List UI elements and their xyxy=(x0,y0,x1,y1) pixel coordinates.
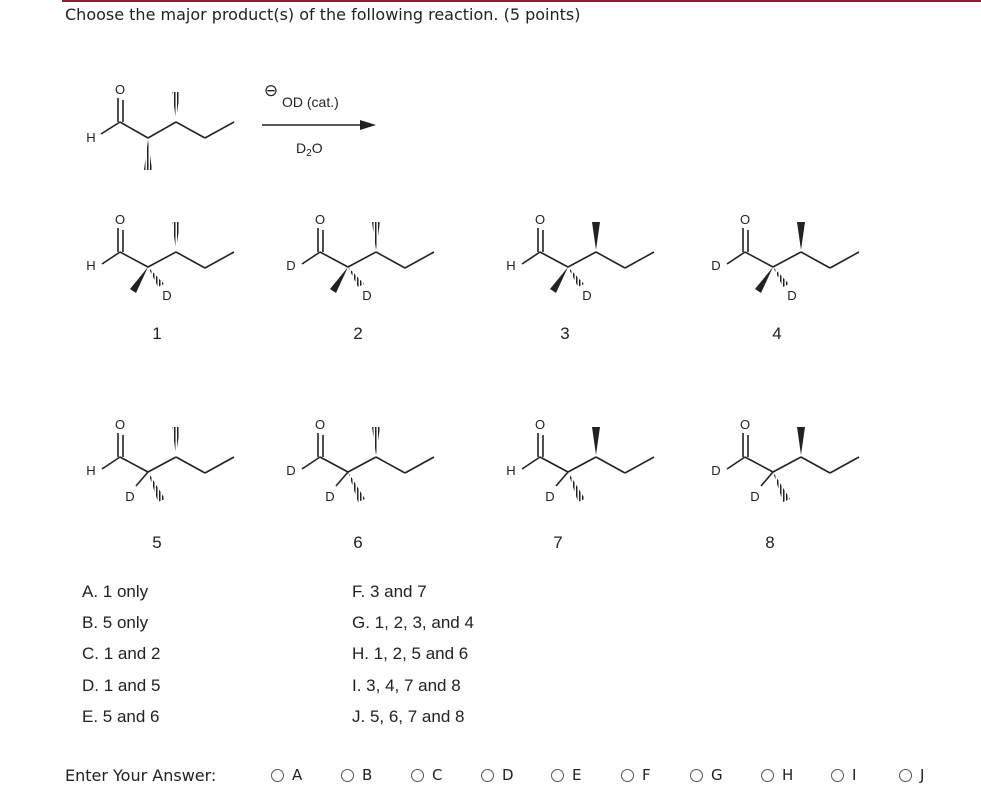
reaction-arrow xyxy=(262,120,376,130)
carbonyl-o-label: O xyxy=(535,417,545,432)
choice-g[interactable]: G xyxy=(690,766,723,784)
product-structure-7: D O H xyxy=(506,417,655,504)
choice-j[interactable]: J xyxy=(899,766,924,784)
choice-c[interactable]: C xyxy=(411,766,442,784)
choice-label-d: D xyxy=(502,766,514,784)
minus-charge: ⊖ xyxy=(264,81,278,100)
radio-d[interactable] xyxy=(481,768,494,782)
reagent-bottom: D2O xyxy=(296,140,323,159)
atom-h: H xyxy=(86,130,95,145)
structure-number-8: 8 xyxy=(765,533,774,552)
radio-f[interactable] xyxy=(621,768,634,782)
structure-number-7: 7 xyxy=(553,533,562,552)
alpha-d-label: D xyxy=(582,288,591,303)
choice-label-a: A xyxy=(292,766,303,784)
radio-j[interactable] xyxy=(899,768,912,782)
answer-label: Enter Your Answer: xyxy=(65,766,217,785)
option-d-text: D. 1 and 5 xyxy=(82,676,161,695)
choice-label-g: G xyxy=(711,766,723,784)
alpha-d-label: D xyxy=(362,288,371,303)
choice-f[interactable]: F xyxy=(621,766,651,784)
product-structure-2: D O D xyxy=(286,212,435,303)
option-c-text: C. 1 and 2 xyxy=(82,644,161,663)
option-e-text: E. 5 and 6 xyxy=(82,707,160,726)
product-structure-3: D O H xyxy=(506,212,655,303)
product-structure-4: D O D xyxy=(711,212,860,303)
alpha-d-label: D xyxy=(750,489,759,504)
aldehyde-h-label: H xyxy=(506,463,515,478)
choice-label-e: E xyxy=(572,766,582,784)
structure-number-1: 1 xyxy=(152,324,161,343)
choice-label-i: I xyxy=(852,766,857,784)
choice-label-f: F xyxy=(642,766,651,784)
aldehyde-d-label: D xyxy=(711,463,720,478)
aldehyde-h-label: H xyxy=(86,463,95,478)
structure-number-6: 6 xyxy=(353,533,362,552)
alpha-d-label: D xyxy=(162,288,171,303)
alpha-d-label: D xyxy=(325,489,334,504)
option-j-text: J. 5, 6, 7 and 8 xyxy=(352,707,465,726)
radio-g[interactable] xyxy=(690,768,703,782)
radio-i[interactable] xyxy=(831,768,844,782)
choice-label-j: J xyxy=(920,766,925,784)
question-text: Choose the major product(s) of the follo… xyxy=(65,5,581,24)
reagent-top: OD (cat.) xyxy=(282,94,339,110)
choice-a[interactable]: A xyxy=(271,766,302,784)
structure-number-5: 5 xyxy=(152,533,161,552)
radio-e[interactable] xyxy=(551,768,564,782)
starting-material: O H xyxy=(86,82,235,170)
aldehyde-h-label: H xyxy=(86,258,95,273)
choice-b[interactable]: B xyxy=(341,766,372,784)
aldehyde-d-label: D xyxy=(286,463,295,478)
choice-label-b: B xyxy=(362,766,373,784)
carbonyl-o-label: O xyxy=(535,212,545,227)
radio-a[interactable] xyxy=(271,768,284,782)
top-rule xyxy=(62,0,981,2)
structure-number-3: 3 xyxy=(560,324,569,343)
choice-label-h: H xyxy=(782,766,794,784)
radio-b[interactable] xyxy=(341,768,354,782)
radio-h[interactable] xyxy=(761,768,774,782)
choice-d[interactable]: D xyxy=(481,766,514,784)
atom-o: O xyxy=(115,82,125,97)
structure-number-2: 2 xyxy=(353,324,362,343)
structure-number-4: 4 xyxy=(772,324,781,343)
alpha-d-label: D xyxy=(125,489,134,504)
carbonyl-o-label: O xyxy=(115,417,125,432)
radio-c[interactable] xyxy=(411,768,424,782)
choice-e[interactable]: E xyxy=(551,766,581,784)
alpha-d-label: D xyxy=(545,489,554,504)
option-g-text: G. 1, 2, 3, and 4 xyxy=(352,613,474,632)
aldehyde-d-label: D xyxy=(286,258,295,273)
alpha-d-label: D xyxy=(787,288,796,303)
aldehyde-d-label: D xyxy=(711,258,720,273)
product-structure-6: D O D xyxy=(286,417,435,504)
product-structure-8: D O D xyxy=(711,417,860,504)
choice-label-c: C xyxy=(432,766,443,784)
aldehyde-h-label: H xyxy=(506,258,515,273)
carbonyl-o-label: O xyxy=(315,212,325,227)
option-i-text: I. 3, 4, 7 and 8 xyxy=(352,676,461,695)
choice-i[interactable]: I xyxy=(831,766,856,784)
carbonyl-o-label: O xyxy=(740,417,750,432)
option-f-text: F. 3 and 7 xyxy=(352,582,427,601)
option-b-text: B. 5 only xyxy=(82,613,149,632)
option-a-text: A. 1 only xyxy=(82,582,149,601)
carbonyl-o-label: O xyxy=(315,417,325,432)
carbonyl-o-label: O xyxy=(115,212,125,227)
choice-h[interactable]: H xyxy=(761,766,793,784)
option-h-text: H. 1, 2, 5 and 6 xyxy=(352,644,469,663)
product-structure-1: D O H xyxy=(86,212,235,303)
product-structure-5: D O H xyxy=(86,417,235,504)
carbonyl-o-label: O xyxy=(740,212,750,227)
